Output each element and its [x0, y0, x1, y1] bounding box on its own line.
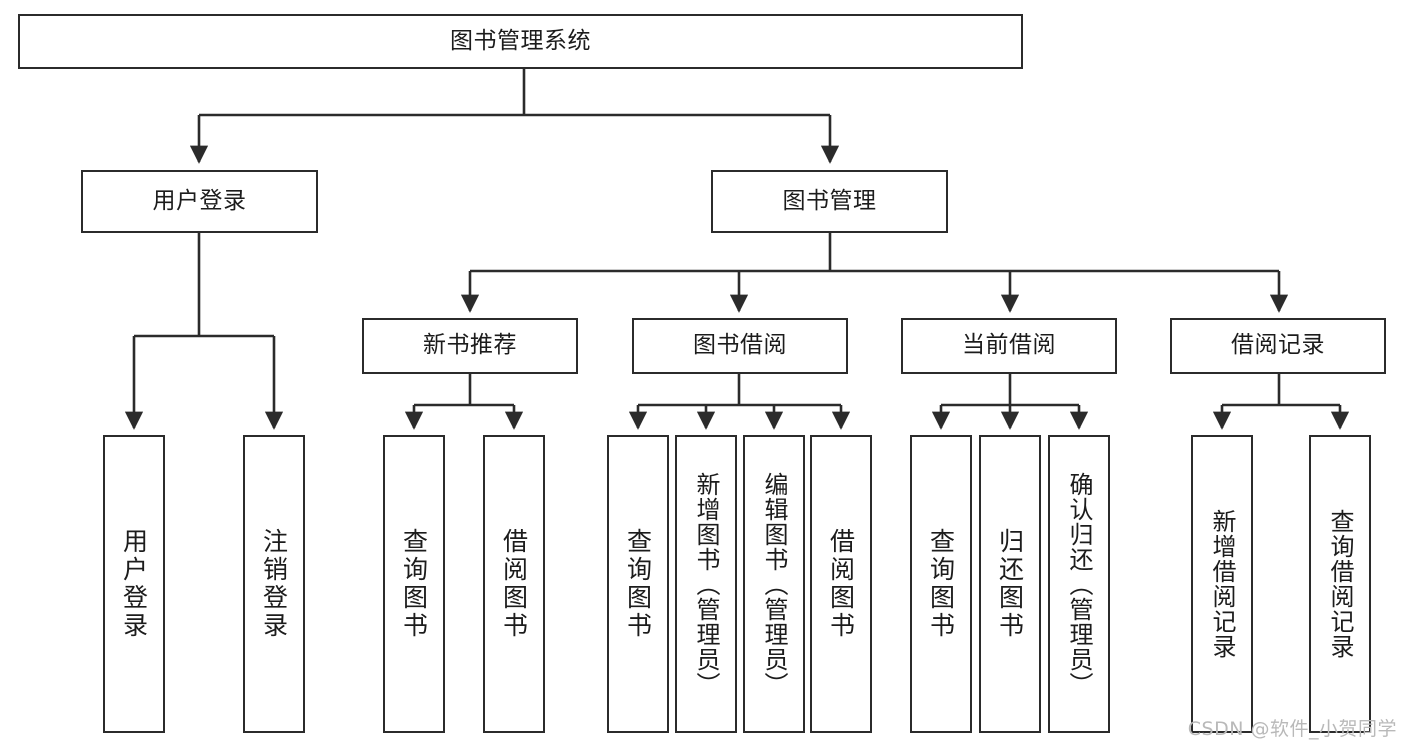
node-leaf-add-book-label: 新增图书（管理员） [692, 471, 720, 697]
node-leaf-confirm-return[interactable]: 确认归还（管理员） [1048, 435, 1110, 733]
node-leaf-borrow-book-2[interactable]: 借阅图书 [810, 435, 872, 733]
node-new-book-recommend-label: 新书推荐 [423, 332, 517, 359]
node-book-manage-label: 图书管理 [782, 187, 877, 214]
node-current-borrow[interactable]: 当前借阅 [901, 318, 1117, 374]
node-leaf-query-book-2[interactable]: 查询图书 [607, 435, 669, 733]
node-current-borrow-label: 当前借阅 [962, 332, 1056, 359]
node-leaf-user-login-label: 用户登录 [119, 528, 149, 640]
node-leaf-logout-login[interactable]: 注销登录 [243, 435, 305, 733]
node-borrow-record[interactable]: 借阅记录 [1170, 318, 1386, 374]
node-root[interactable]: 图书管理系统 [18, 14, 1023, 69]
node-leaf-return-book-label: 归还图书 [995, 528, 1025, 640]
node-leaf-query-record[interactable]: 查询借阅记录 [1309, 435, 1371, 733]
node-root-label: 图书管理系统 [450, 27, 591, 54]
node-leaf-edit-book[interactable]: 编辑图书（管理员） [743, 435, 805, 733]
watermark-text: CSDN @软件_小贺同学 [1187, 718, 1397, 740]
node-user-login-label: 用户登录 [152, 187, 247, 214]
node-leaf-query-book-3[interactable]: 查询图书 [910, 435, 972, 733]
node-leaf-logout-login-label: 注销登录 [259, 528, 289, 640]
node-user-login[interactable]: 用户登录 [81, 170, 318, 233]
node-leaf-query-book-1[interactable]: 查询图书 [383, 435, 445, 733]
node-leaf-query-book-3-label: 查询图书 [926, 528, 956, 640]
node-leaf-return-book[interactable]: 归还图书 [979, 435, 1041, 733]
node-leaf-query-book-2-label: 查询图书 [623, 528, 653, 640]
node-leaf-query-book-1-label: 查询图书 [399, 528, 429, 640]
node-leaf-add-record[interactable]: 新增借阅记录 [1191, 435, 1253, 733]
node-leaf-edit-book-label: 编辑图书（管理员） [760, 471, 788, 697]
node-leaf-borrow-book-2-label: 借阅图书 [826, 528, 856, 640]
node-book-manage[interactable]: 图书管理 [711, 170, 948, 233]
node-leaf-borrow-book-1-label: 借阅图书 [499, 528, 529, 640]
node-leaf-user-login[interactable]: 用户登录 [103, 435, 165, 733]
node-leaf-query-record-label: 查询借阅记录 [1326, 509, 1354, 659]
node-new-book-recommend[interactable]: 新书推荐 [362, 318, 578, 374]
node-book-borrow-label: 图书借阅 [693, 332, 787, 359]
node-book-borrow[interactable]: 图书借阅 [632, 318, 848, 374]
node-leaf-add-book[interactable]: 新增图书（管理员） [675, 435, 737, 733]
node-borrow-record-label: 借阅记录 [1231, 332, 1325, 359]
node-leaf-borrow-book-1[interactable]: 借阅图书 [483, 435, 545, 733]
node-leaf-add-record-label: 新增借阅记录 [1208, 509, 1236, 659]
node-leaf-confirm-return-label: 确认归还（管理员） [1065, 471, 1093, 697]
